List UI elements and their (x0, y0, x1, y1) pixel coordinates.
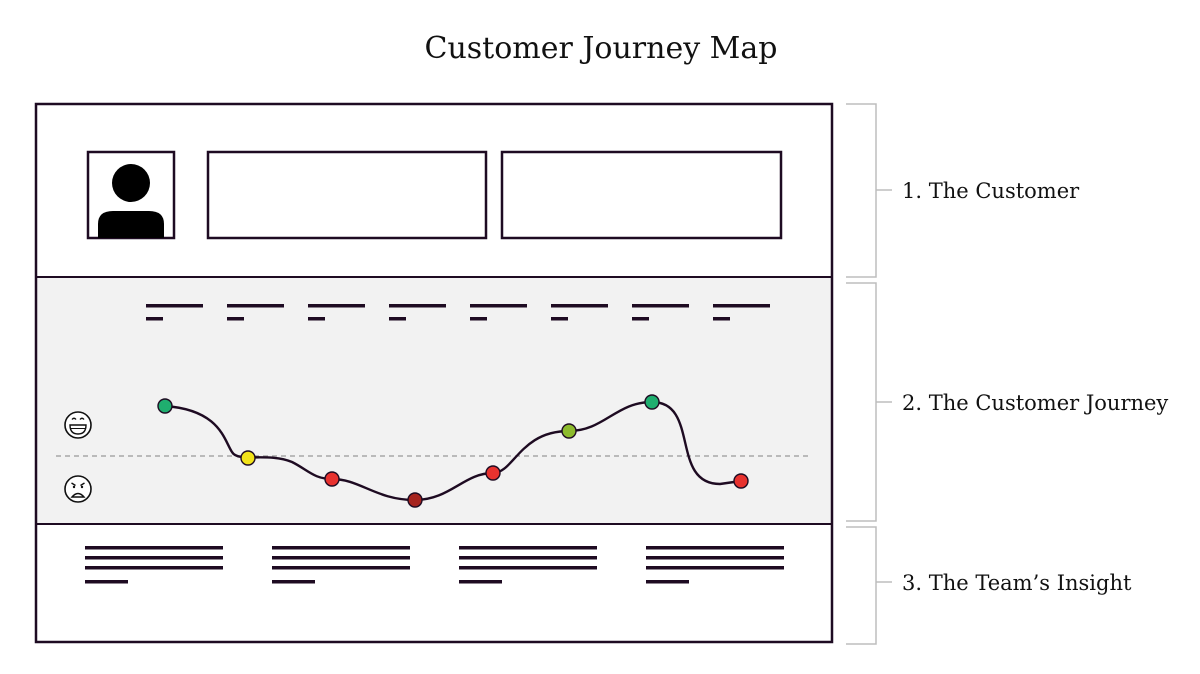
touchpoint-5-negative (485, 465, 501, 481)
stage-heading-placeholder (551, 304, 608, 321)
section-brackets (846, 103, 892, 645)
section-label-customer: 1. The Customer (902, 179, 1080, 203)
happy-face-icon (64, 411, 92, 439)
stage-heading-placeholder (227, 304, 284, 321)
journey-panel-background (36, 278, 832, 523)
section-label-insight: 3. The Team’s Insight (902, 571, 1132, 595)
person-icon (98, 164, 164, 238)
customer-info-box-1 (206, 150, 488, 240)
journey-touchpoints (157, 394, 749, 508)
stage-heading-placeholder (713, 304, 770, 321)
section-label-journey: 2. The Customer Journey (902, 391, 1168, 415)
insight-text-placeholder (85, 546, 223, 584)
insight-text-placeholder (646, 546, 784, 584)
team-insight-section (85, 546, 784, 584)
touchpoint-4-very-negative (407, 492, 423, 508)
stage-heading-placeholder (632, 304, 689, 321)
bracket-journey (846, 282, 877, 522)
stage-heading-placeholder (146, 304, 203, 321)
customer-section (86, 150, 783, 240)
journey-stage-headings (146, 304, 770, 321)
stage-heading-placeholder (308, 304, 365, 321)
touchpoint-2-neutral (240, 450, 256, 466)
bracket-customer (846, 103, 877, 278)
page-title: Customer Journey Map (425, 31, 778, 66)
sad-face-icon (64, 475, 92, 503)
touchpoint-3-negative (324, 471, 340, 487)
stage-heading-placeholder (470, 304, 527, 321)
touchpoint-6-positive (561, 423, 577, 439)
stage-heading-placeholder (389, 304, 446, 321)
touchpoint-7-very-positive (644, 394, 660, 410)
insight-text-placeholder (459, 546, 597, 584)
bracket-insight (846, 526, 877, 645)
touchpoint-1-positive (157, 398, 173, 414)
customer-info-box-2 (500, 150, 783, 240)
insight-text-placeholder (272, 546, 410, 584)
map-outer-border (34, 102, 834, 644)
touchpoint-8-negative (733, 473, 749, 489)
